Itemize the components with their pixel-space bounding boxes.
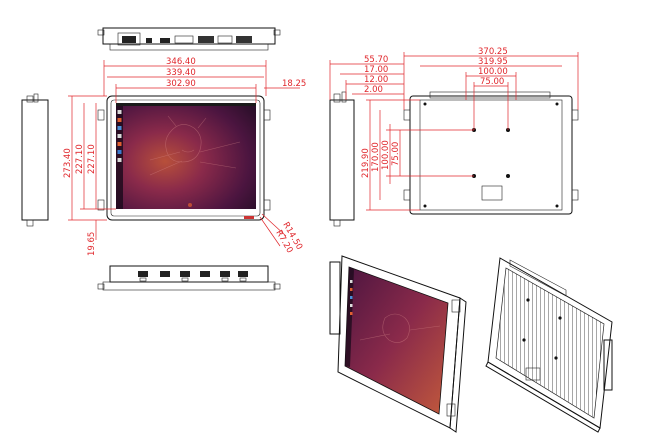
front-height-inner-2: 227.10 — [87, 144, 97, 174]
side-depth-bezel: 17.00 — [364, 65, 388, 75]
rear-height-overall: 219.90 — [361, 148, 371, 178]
front-height-inner-1: 227.10 — [75, 144, 85, 174]
front-side-offset: 18.25 — [282, 79, 306, 89]
front-dimensions — [68, 60, 300, 247]
top-view — [97, 27, 281, 51]
front-left-profile — [21, 93, 49, 227]
rear-width-vesa-75: 75.00 — [480, 77, 504, 87]
rear-height-holes: 170.00 — [371, 142, 381, 172]
side-dimensions: 55.70 17.00 12.00 2.00 — [329, 55, 404, 100]
front-view — [21, 93, 271, 227]
side-view — [329, 91, 355, 227]
rear-view — [403, 91, 579, 215]
front-bottom-offset: 19.65 — [87, 232, 97, 256]
front-bezel — [106, 95, 265, 221]
iso-rear-view — [485, 257, 613, 433]
side-depth-panel: 12.00 — [364, 75, 388, 85]
front-width-bezel: 339.40 — [166, 68, 196, 78]
rear-width-vesa-100: 100.00 — [478, 67, 508, 77]
front-width-outer: 346.40 — [166, 57, 196, 67]
rear-width-overall: 370.25 — [478, 47, 508, 57]
front-width-screen: 302.90 — [166, 79, 196, 89]
rear-dimensions: 370.25 319.95 100.00 75.00 219.90 170.00… — [361, 47, 579, 211]
front-screen — [116, 103, 256, 209]
rear-height-vesa-100: 100.00 — [381, 140, 391, 170]
rear-height-vesa-75: 75.00 — [391, 142, 401, 166]
bottom-view — [97, 265, 281, 291]
side-depth-glass: 2.00 — [364, 85, 383, 95]
rear-width-holes: 319.95 — [478, 57, 508, 67]
iso-front-view — [329, 255, 467, 433]
front-height-outer: 273.40 — [63, 148, 73, 178]
side-depth-overall: 55.70 — [364, 55, 388, 65]
